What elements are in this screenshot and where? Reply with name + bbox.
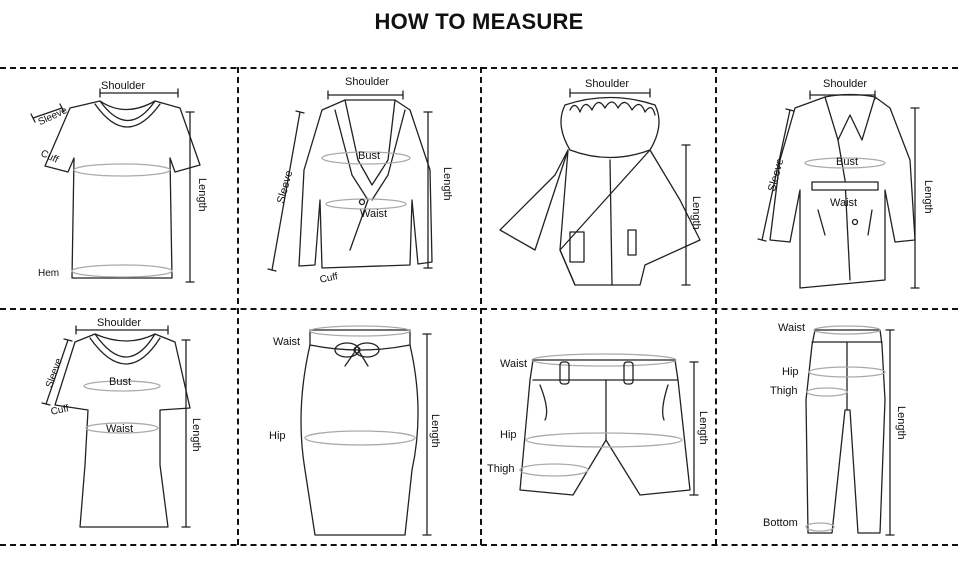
grid-line-col1	[237, 67, 239, 545]
tshirt-length-label: Length	[196, 178, 208, 212]
pants-hip-label: Hip	[782, 366, 799, 378]
grid-line-middle	[0, 308, 958, 310]
grid-line-col3	[715, 67, 717, 545]
grid-line-bottom	[0, 544, 958, 546]
blazer-drawing	[267, 90, 433, 272]
tshirt-drawing	[30, 88, 201, 283]
cape-shoulder-label: Shoulder	[585, 78, 630, 90]
shorts-waist-label: Waist	[500, 358, 528, 370]
skirt-hip-label: Hip	[269, 430, 286, 442]
pants-thigh-label: Thigh	[770, 385, 798, 397]
grid-line-top	[0, 67, 958, 69]
dress-shoulder-label: Shoulder	[97, 317, 142, 329]
pants-length-label: Length	[895, 406, 907, 440]
blazer-length-label: Length	[441, 167, 453, 201]
coat-waist-label: Waist	[830, 197, 858, 209]
skirt-length-label: Length	[429, 414, 441, 448]
pants-bottom-label: Bottom	[763, 517, 798, 529]
blazer-shoulder-label: Shoulder	[345, 76, 390, 88]
cape-length-label: Length	[690, 196, 702, 230]
coat-drawing	[757, 90, 920, 289]
dress-waist-label: Waist	[106, 423, 134, 435]
shorts-thigh-label: Thigh	[487, 463, 515, 475]
dress-length-label: Length	[190, 418, 202, 452]
shorts-length-label: Length	[697, 411, 709, 445]
skirt-drawing	[300, 325, 432, 536]
grid-line-col2	[480, 67, 482, 545]
pants-waist-label: Waist	[778, 322, 806, 334]
coat-shoulder-label: Shoulder	[823, 78, 868, 90]
skirt-waist-label: Waist	[273, 336, 301, 348]
shorts-drawing	[519, 353, 699, 496]
dress-bust-label: Bust	[109, 376, 132, 388]
cape-drawing	[499, 88, 701, 286]
pants-drawing	[805, 325, 895, 536]
blazer-bust-label: Bust	[358, 150, 381, 162]
tshirt-shoulder-label: Shoulder	[101, 80, 146, 92]
coat-bust-label: Bust	[836, 156, 859, 168]
tshirt-hem-label: Hem	[38, 268, 60, 279]
page-title: HOW TO MEASURE	[374, 9, 584, 34]
dress-drawing	[41, 325, 191, 528]
blazer-waist-label: Waist	[360, 208, 388, 220]
shorts-hip-label: Hip	[500, 429, 517, 441]
coat-length-label: Length	[922, 180, 934, 214]
